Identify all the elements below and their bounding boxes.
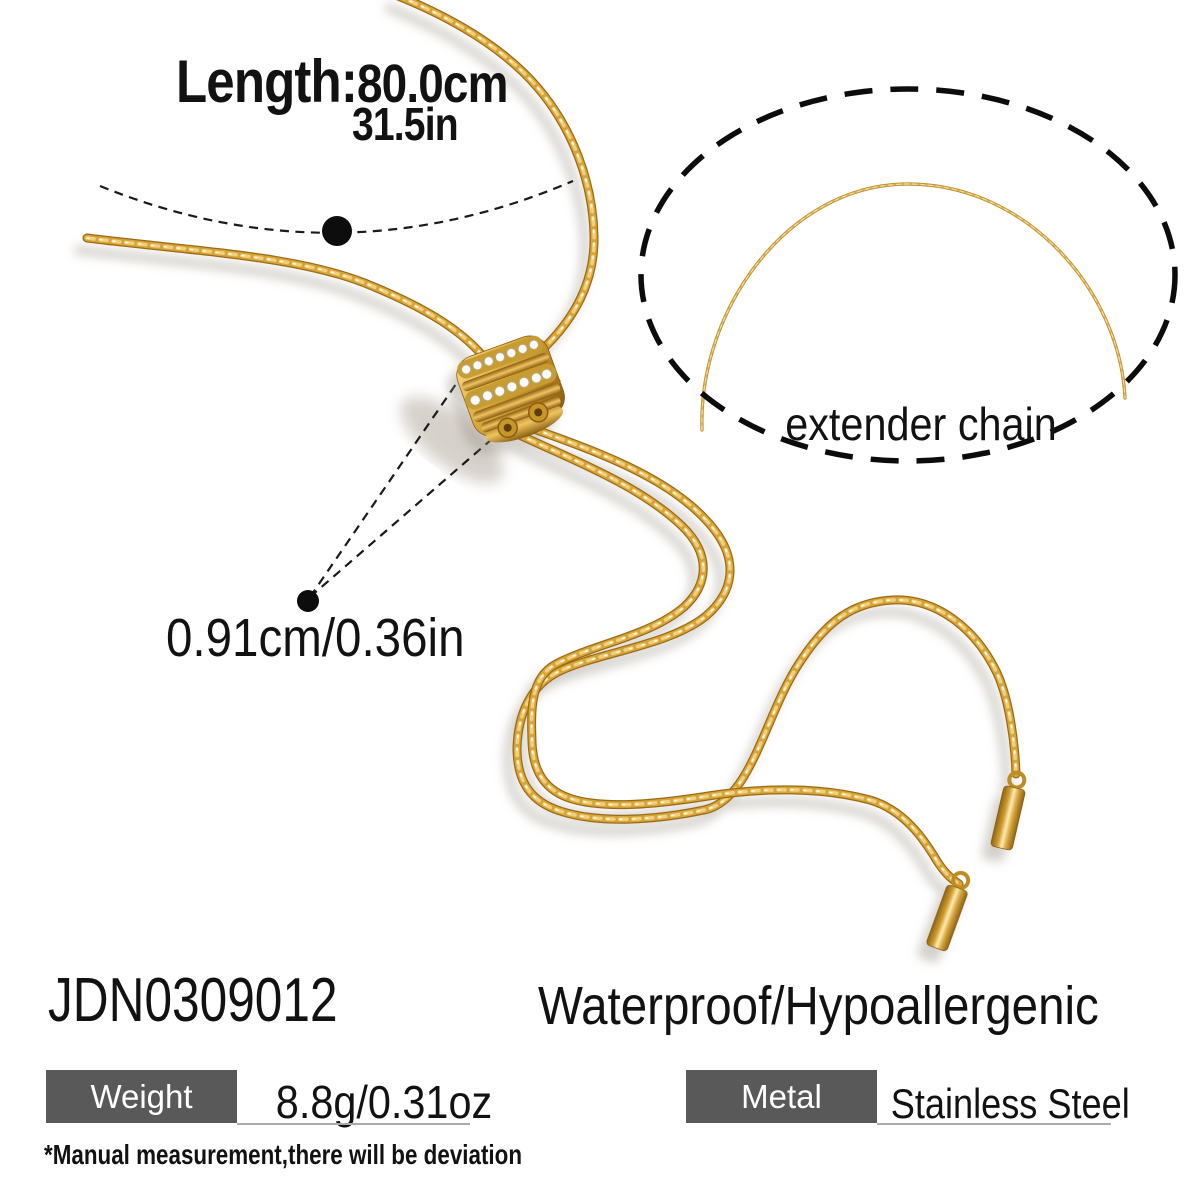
crystal-band bbox=[461, 339, 539, 375]
weight-underline bbox=[237, 1123, 470, 1125]
length-annotation: Length:80.0cm bbox=[176, 50, 508, 113]
crystal-band bbox=[469, 368, 553, 406]
slider-dimension-label: 0.91cm/0.36in bbox=[166, 608, 465, 668]
left-chain bbox=[87, 238, 483, 356]
slider-measure-dot bbox=[297, 590, 319, 612]
product-features: Waterproof/Hypoallergenic bbox=[538, 976, 1099, 1036]
slider-shadow bbox=[400, 396, 504, 484]
metal-value: Stainless Steel bbox=[890, 1080, 1130, 1127]
extender-chain-label: extender chain bbox=[785, 398, 1057, 450]
weight-label: Weight bbox=[90, 1077, 193, 1115]
chain-eyelet bbox=[497, 402, 549, 439]
metal-underline bbox=[877, 1123, 1111, 1125]
necklace-chain bbox=[87, 0, 1027, 952]
length-leader-curve bbox=[99, 179, 574, 234]
length-label: Length: bbox=[176, 48, 358, 115]
measurement-disclaimer: *Manual measurement,there will be deviat… bbox=[44, 1139, 523, 1170]
leader-line bbox=[309, 379, 561, 598]
slider-bead bbox=[456, 335, 565, 443]
leader-line bbox=[309, 351, 479, 598]
weight-label-box: Weight bbox=[46, 1070, 237, 1123]
bar-pendant-upper bbox=[990, 770, 1027, 851]
metal-label: Metal bbox=[741, 1077, 822, 1115]
lariat-strand-upper bbox=[517, 424, 1016, 819]
extender-callout-ellipse bbox=[638, 86, 1178, 464]
length-measure-dot bbox=[322, 216, 352, 246]
weight-value: 8.8g/0.31oz bbox=[275, 1076, 493, 1128]
length-value-in: 31.5in bbox=[352, 98, 459, 150]
product-code: JDN0309012 bbox=[48, 966, 338, 1035]
extender-chain bbox=[700, 182, 1127, 432]
length-value-cm: 80.0cm bbox=[356, 54, 508, 114]
bar-pendant-lower bbox=[926, 870, 971, 952]
metal-label-box: Metal bbox=[686, 1070, 877, 1123]
slider-dimension-leaders bbox=[309, 351, 561, 598]
